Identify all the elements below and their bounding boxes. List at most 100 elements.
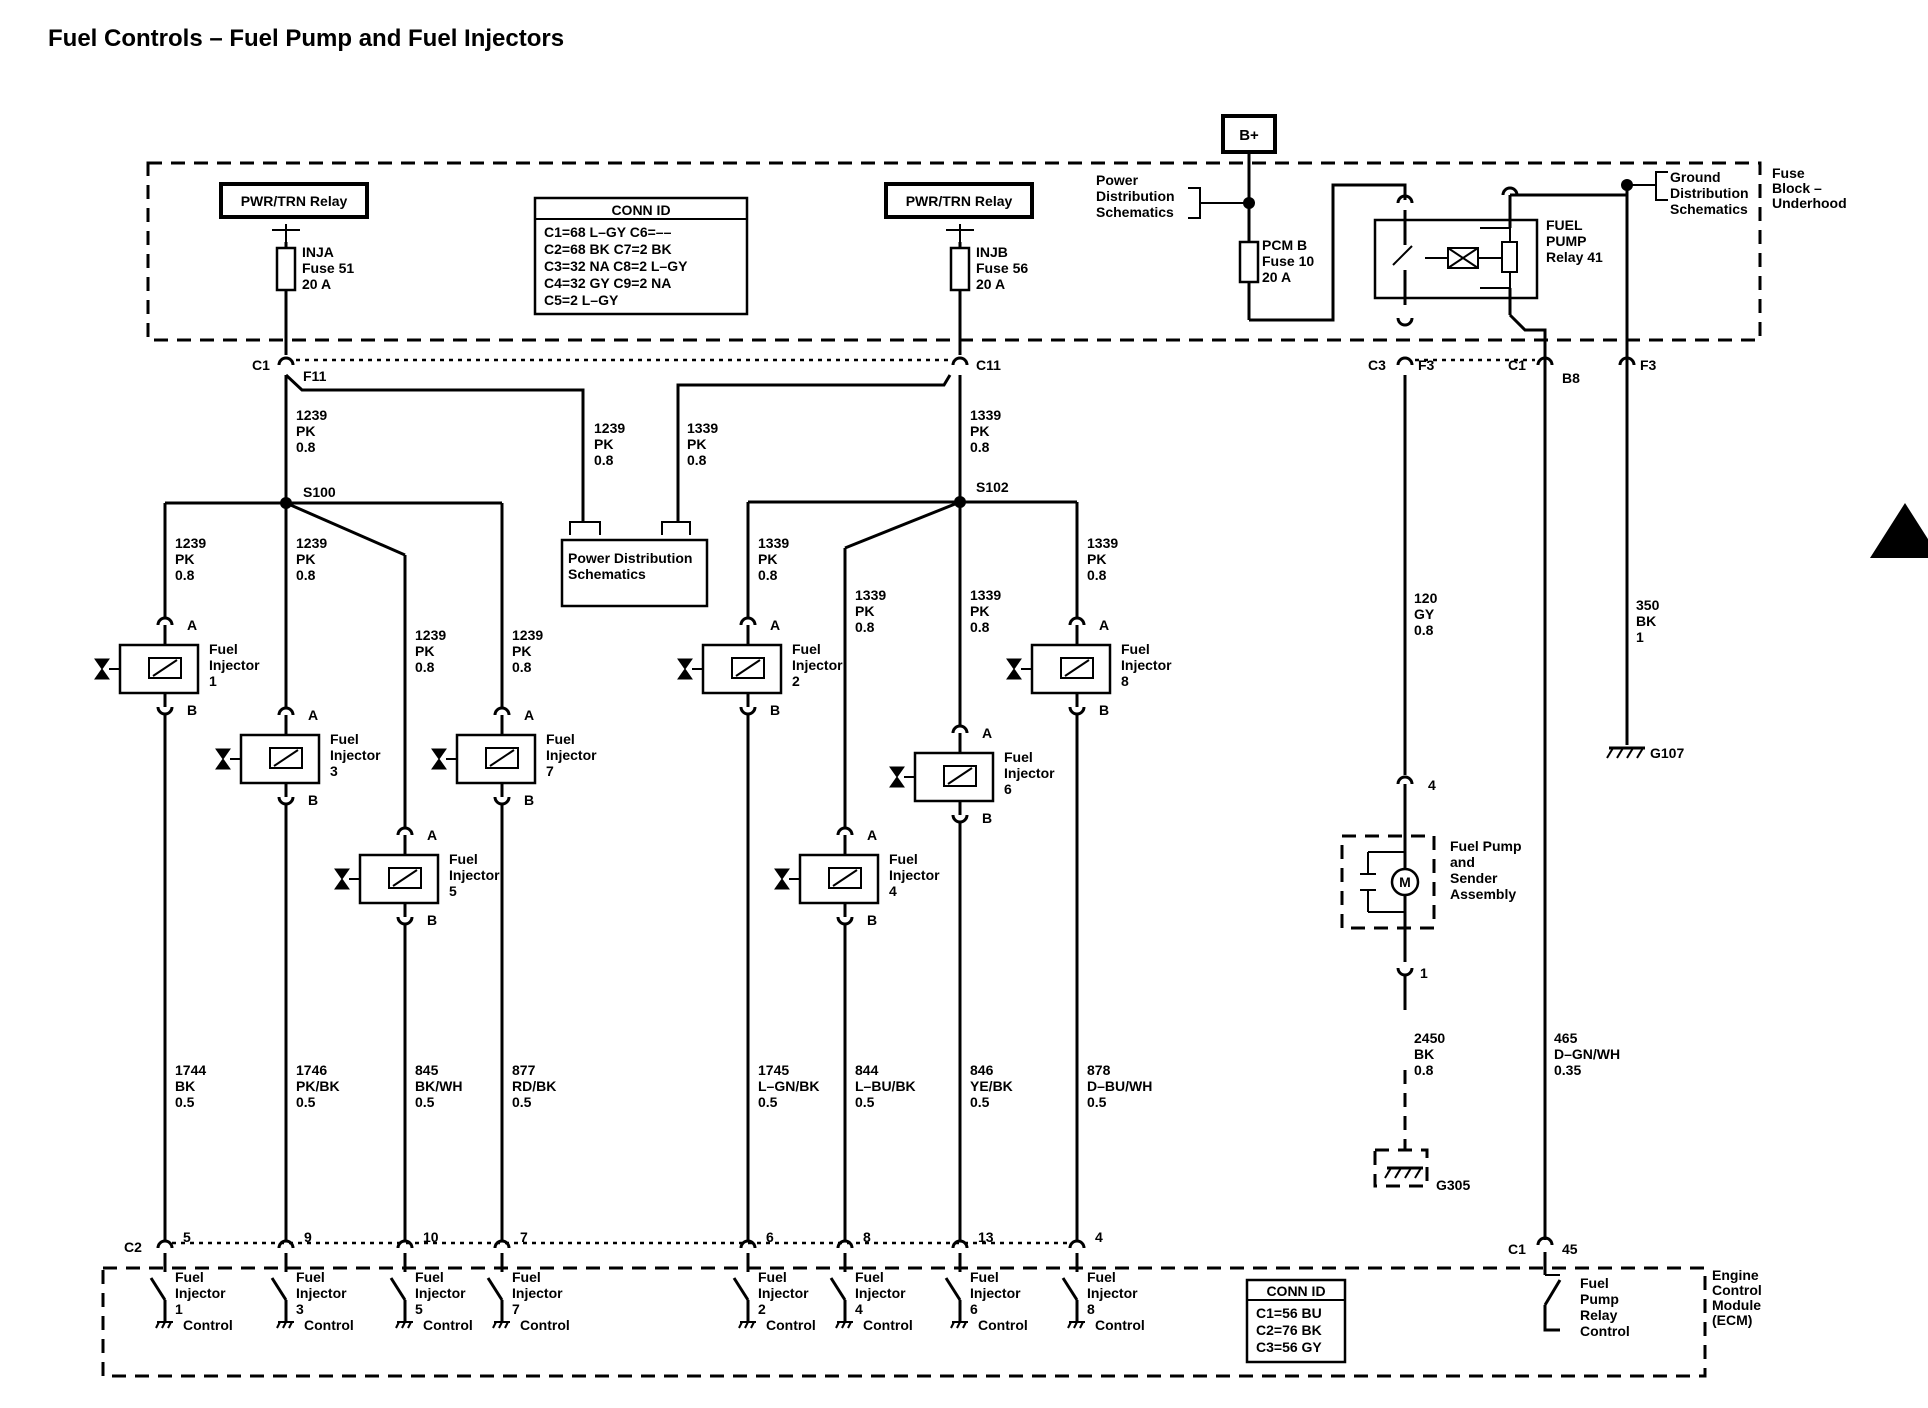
ecm-relay-control-label: Fuel [1580, 1275, 1609, 1291]
connector-label: C1 [1508, 357, 1526, 373]
injector-number: 5 [449, 883, 457, 899]
ecm-ground [492, 1321, 510, 1329]
injector-name: Fuel [889, 851, 918, 867]
conn-id-ecm-row: C1=56 BU [1256, 1305, 1322, 1321]
relay-left-box [219, 182, 369, 219]
ecm-control-label: Injector [970, 1285, 1021, 1301]
pump-bypass [1367, 851, 1405, 913]
pd-plug-right [661, 521, 691, 535]
ecm-control-label: Control [520, 1317, 570, 1333]
wire-label: 0.8 [687, 452, 707, 468]
pin-b-label: B [1099, 702, 1109, 718]
ground-label: G305 [1436, 1177, 1470, 1193]
pin-a-label: A [427, 827, 437, 843]
conn-id-top-row: C4=32 GY C9=2 NA [544, 275, 671, 291]
pin-b-label: B [308, 792, 318, 808]
injector-bowtie [94, 658, 110, 680]
connector-label: 45 [1562, 1241, 1578, 1257]
splice-label: S102 [976, 479, 1009, 495]
conn-id-top-row: C2=68 BK C7=2 BK [544, 241, 672, 257]
ground-hatch [401, 1321, 406, 1329]
ecm-control-label: Fuel [855, 1269, 884, 1285]
terminal-a [493, 706, 511, 716]
ecm-control-label: Injector [415, 1285, 466, 1301]
connector-label: C2 [124, 1239, 142, 1255]
ecm-ground [276, 1321, 294, 1329]
injector-supply-label: 1339 [970, 587, 1001, 603]
relay-terminal-top [1396, 194, 1414, 204]
ecm-terminal [156, 1239, 174, 1249]
ecm-boundary [101, 1266, 1707, 1378]
injector-name: Fuel [209, 641, 238, 657]
injector-bowtie [215, 748, 231, 770]
pin-a-label: A [867, 827, 877, 843]
conn-id-ecm-row: C2=76 BK [1256, 1322, 1322, 1338]
ground-hatch [155, 1321, 160, 1329]
injector-name: Fuel [449, 851, 478, 867]
connector-label: C11 [976, 357, 1001, 373]
ecm-control-label: 7 [512, 1301, 520, 1317]
injector-body [239, 733, 321, 785]
ecm-control-label: Control [304, 1317, 354, 1333]
pump-assembly-box [1340, 834, 1436, 930]
injector-bowtie [334, 868, 350, 890]
injector-control-label: BK [175, 1078, 195, 1094]
wire-label: PK [296, 423, 315, 439]
injector-supply-label: 1239 [512, 627, 543, 643]
ground-hatch [750, 1321, 755, 1329]
c1-f11-terminal [277, 356, 295, 366]
injector-number: 7 [546, 763, 554, 779]
injector-coil-slash [735, 659, 761, 677]
ecm-control-label: Injector [758, 1285, 809, 1301]
pd-plug-left [569, 521, 601, 535]
ecm-control-label: 4 [855, 1301, 863, 1317]
ecm-label: Module [1712, 1297, 1761, 1313]
injector-control-label: 0.5 [758, 1094, 778, 1110]
ecm-control-label: 3 [296, 1301, 304, 1317]
ground-g107 [1606, 746, 1645, 759]
pump-motor-label: M [1399, 874, 1411, 890]
pcmb-fuse-label: 20 A [1262, 269, 1291, 285]
ecm-switch [1061, 1277, 1079, 1301]
injector-control-label: 1745 [758, 1062, 789, 1078]
wire-label: 0.8 [594, 452, 614, 468]
ground-distribution-label: Schematics [1670, 201, 1748, 217]
injector-supply-label: PK [1087, 551, 1106, 567]
conn-id-top-row: C3=32 NA C8=2 L–GY [544, 258, 688, 274]
relay-left-label: PWR/TRN Relay [241, 193, 348, 209]
pd-branch-right [676, 374, 952, 522]
injector-name: Injector [209, 657, 260, 673]
ecm-switch [486, 1277, 504, 1301]
ecm-control-label: Injector [175, 1285, 226, 1301]
injector-name: Injector [792, 657, 843, 673]
injector-control-label: 0.5 [1087, 1094, 1107, 1110]
ecm-control-label: Control [766, 1317, 816, 1333]
ecm-control-label: Fuel [970, 1269, 999, 1285]
injector-supply-label: 1339 [1087, 535, 1118, 551]
pin-b-label: B [982, 810, 992, 826]
wire-label: 1239 [296, 407, 327, 423]
ground-hatch [744, 1321, 749, 1329]
relay-resistor [1501, 241, 1518, 273]
ecm-control-label: Injector [855, 1285, 906, 1301]
injector-control-label: PK/BK [296, 1078, 340, 1094]
ecm-pin-number: 5 [183, 1229, 191, 1245]
fuel-injector-3: ABFuelInjector31239PK0.81746PK/BK0.59Fue… [215, 503, 381, 1333]
obd-ii-badge-label: OBD II [1884, 543, 1927, 559]
injector-coil-slash [832, 869, 858, 887]
injector-supply-label: 1339 [855, 587, 886, 603]
ecm-relay-control-label: Pump [1580, 1291, 1619, 1307]
ecm-control-label: 1 [175, 1301, 183, 1317]
ecm-pin-number: 7 [520, 1229, 528, 1245]
injector-coil-slash [152, 659, 178, 677]
conn-id-ecm-row: C3=56 GY [1256, 1339, 1322, 1355]
ground-hatch [738, 1321, 743, 1329]
g305-boundary [1373, 1148, 1429, 1188]
injector-control-label: 844 [855, 1062, 879, 1078]
ground-hatch [1073, 1321, 1078, 1329]
ecm-control-label: Fuel [175, 1269, 204, 1285]
wire-label: 1339 [970, 407, 1001, 423]
ground-label: G107 [1650, 745, 1684, 761]
pump-assembly-label: and [1450, 854, 1475, 870]
